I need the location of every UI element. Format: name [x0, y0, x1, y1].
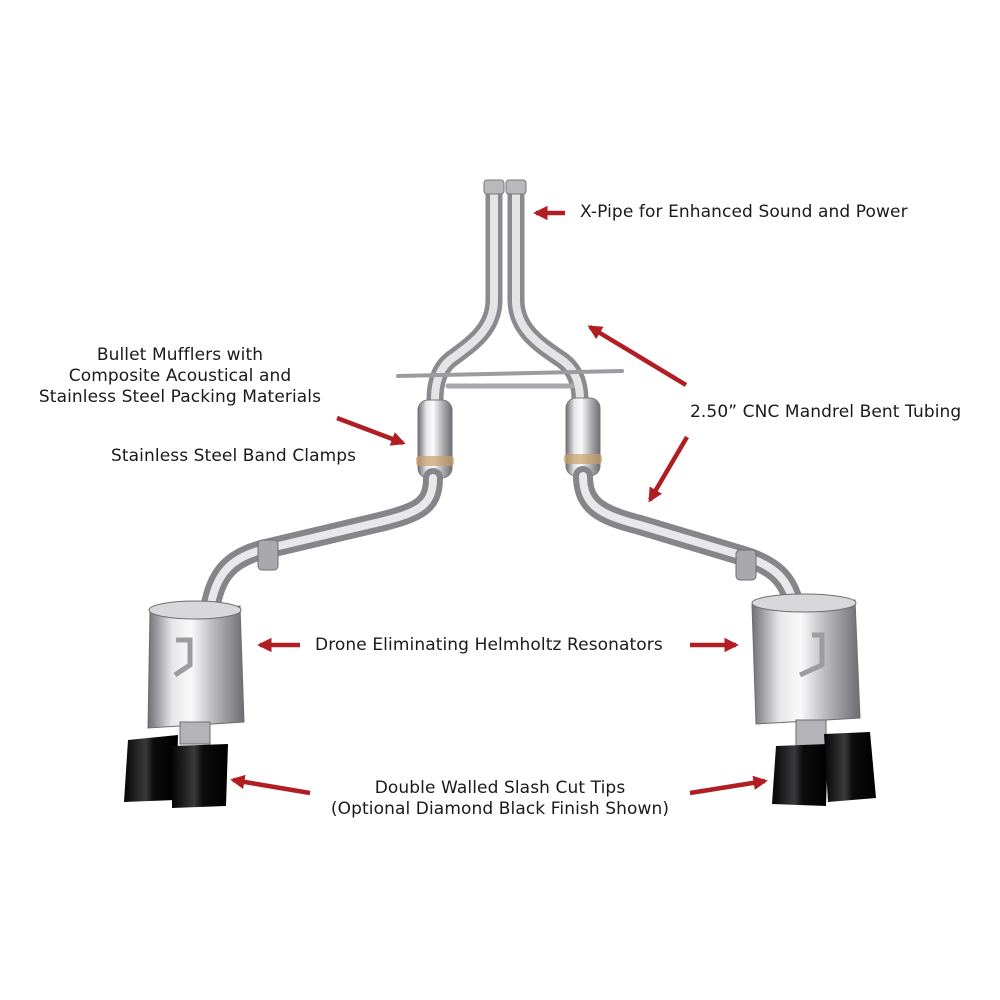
label-mandrel-tubing: 2.50” CNC Mandrel Bent Tubing [690, 402, 962, 422]
tips-right [772, 732, 876, 806]
arrow-icon [230, 205, 768, 796]
bent-tubing [200, 466, 805, 620]
bullet-muffler-right [564, 397, 602, 477]
x-pipe [396, 179, 624, 409]
tips-left [124, 735, 228, 808]
label-slash-cut-tips: Double Walled Slash Cut Tips (Optional D… [330, 778, 670, 819]
resonator-right [751, 593, 861, 749]
label-band-clamps: Stainless Steel Band Clamps [111, 446, 357, 466]
label-x-pipe: X-Pipe for Enhanced Sound and Power [580, 202, 908, 222]
label-bullet-mufflers: Bullet Mufflers with Composite Acoustica… [38, 345, 322, 407]
resonator-left [147, 600, 245, 745]
bullet-muffler-left [416, 399, 454, 479]
label-resonators: Drone Eliminating Helmholtz Resonators [315, 635, 663, 655]
